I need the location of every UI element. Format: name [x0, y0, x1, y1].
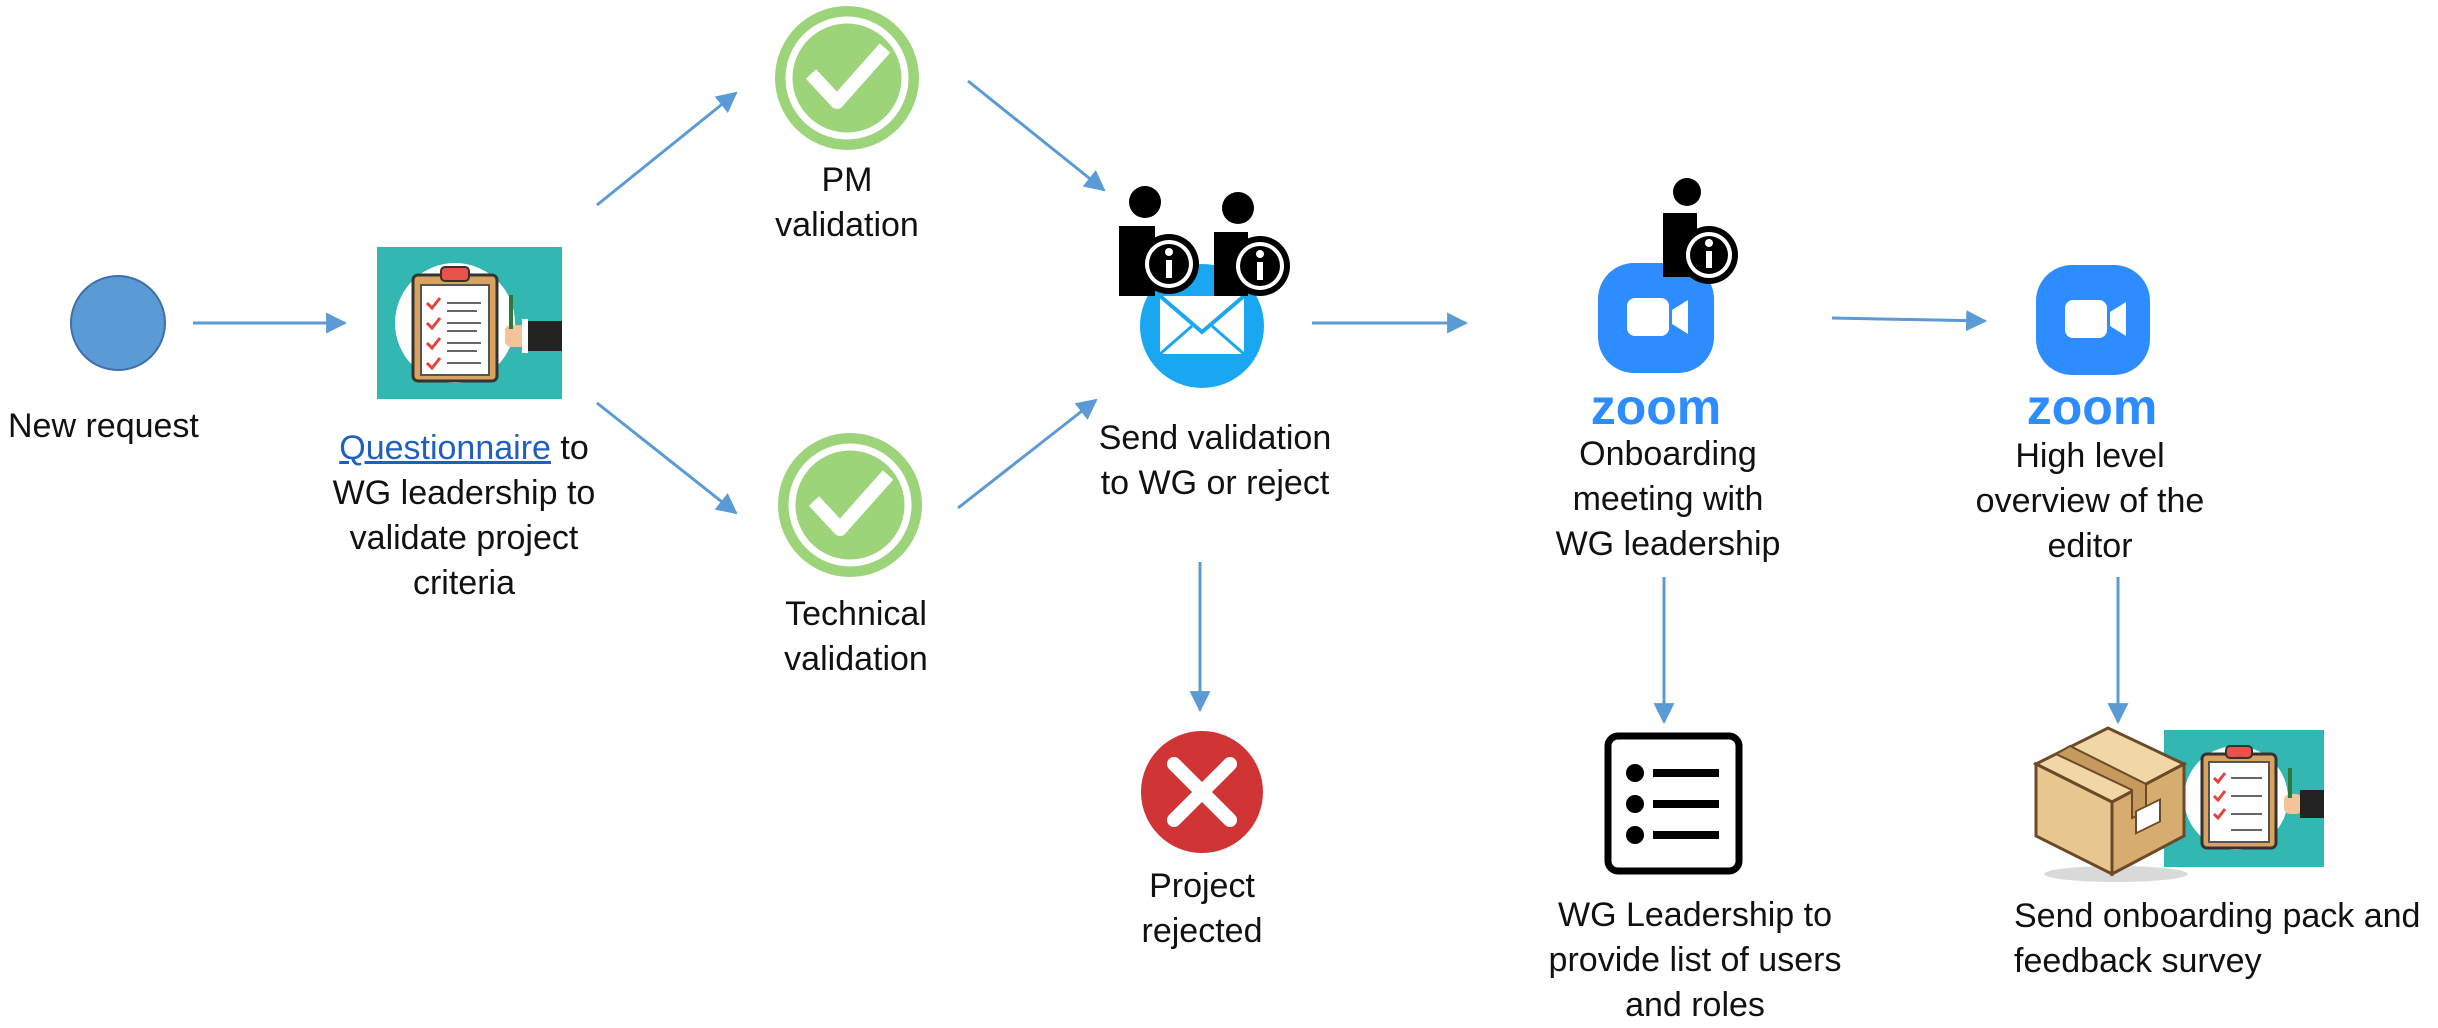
node-label-text: editor [2047, 527, 2133, 565]
node-label-text: Send onboarding pack and [2014, 897, 2421, 935]
onboarding-pack-label: Send onboarding pack and feedback survey [2014, 894, 2434, 984]
node-label-text: to [550, 429, 589, 467]
arrow-questionnaire-to-technical [596, 401, 738, 515]
node-label-text: meeting with [1572, 480, 1764, 518]
node-label-text: New request [8, 407, 199, 445]
new-request-label: New request [8, 404, 208, 449]
node-label-text: PM [821, 161, 873, 199]
user-list-label: WG Leadership to provide list of users a… [1530, 893, 1860, 1028]
overview-zoom-icon: zoom [2027, 265, 2158, 435]
pm-checkmark-circle-icon [775, 6, 919, 150]
node-label-text: Send validation [1098, 419, 1332, 457]
email-with-contacts-icon [1119, 186, 1290, 388]
node-label-text: provide list of users [1548, 941, 1842, 979]
node-label-text: validation [775, 206, 919, 244]
node-label-text: criteria [412, 564, 516, 602]
circle-node-icon [70, 275, 166, 371]
clipboard-checklist-icon [377, 247, 562, 399]
node-label-text: Onboarding [1579, 435, 1757, 473]
node-label-text: WG leadership to [332, 474, 596, 512]
package-box-icon [2032, 726, 2324, 882]
node-label-text: validate project [349, 519, 579, 557]
questionnaire-label: Questionnaire to WG leadership to valida… [303, 426, 625, 606]
onboarding-zoom-icon: zoom [1591, 263, 1722, 435]
node-label-text: Technical [785, 595, 927, 633]
contact-info-icon [1214, 192, 1290, 296]
node-label-text: WG Leadership to [1557, 896, 1833, 934]
arrow-questionnaire-to-pm [596, 91, 738, 207]
node-label-text: to WG or reject [1100, 464, 1330, 502]
list-icon [1604, 732, 1743, 875]
onboarding-meeting-label: Onboarding meeting with WG leadership [1520, 432, 1816, 567]
arrow-technical-to-send [957, 398, 1098, 510]
zoom-logo-text: zoom [1591, 379, 1722, 435]
project-rejected-label: Project rejected [1082, 864, 1322, 954]
new-request-node [70, 275, 166, 371]
arrow-pm-to-send [967, 79, 1106, 192]
contact-info-icon [1119, 186, 1199, 296]
overview-label: High level overview of the editor [1940, 434, 2240, 569]
send-validation-label: Send validation to WG or reject [1075, 416, 1355, 506]
technical-checkmark-circle-icon [778, 433, 922, 577]
node-label-text: rejected [1141, 912, 1263, 950]
arrow-onboarding-to-overview [1831, 310, 1988, 332]
node-label-text: High level [2015, 437, 2165, 475]
node-label-text: feedback survey [2014, 942, 2262, 980]
node-label-text: and roles [1625, 986, 1765, 1024]
node-label-text: validation [784, 640, 928, 678]
pm-validation-label: PM validation [727, 158, 967, 248]
node-label-text: Project [1149, 867, 1255, 905]
node-label-text: overview of the [1975, 482, 2205, 520]
technical-validation-label: Technical validation [731, 592, 981, 682]
contact-info-icon [1663, 178, 1738, 284]
node-label-text: WG leadership [1555, 525, 1781, 563]
reject-x-icon [1141, 731, 1263, 853]
connector-arrows [193, 79, 2129, 725]
questionnaire-link[interactable]: Questionnaire [339, 429, 551, 467]
zoom-logo-text: zoom [2027, 379, 2158, 435]
